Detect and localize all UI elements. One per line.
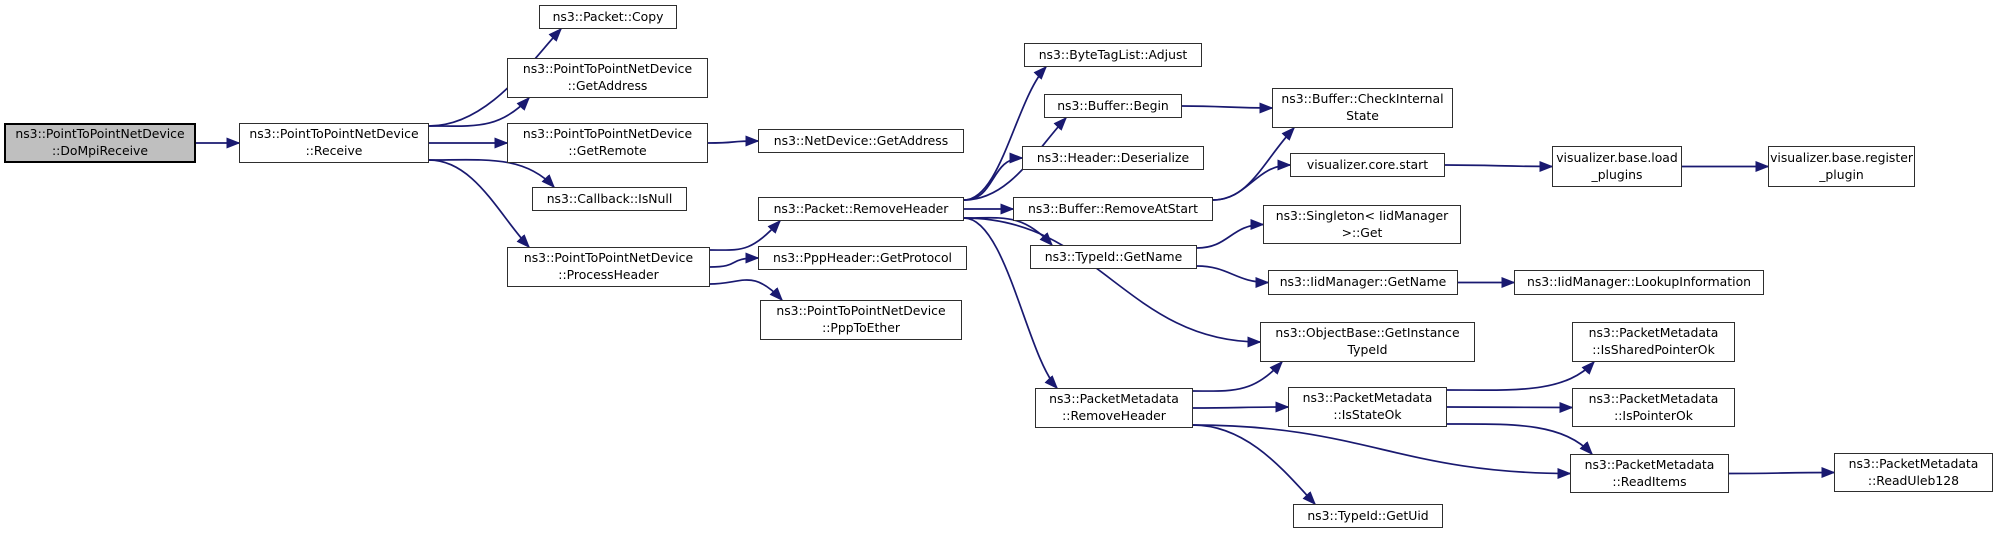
edge-packetmetadata-removeheader-to-packetmetadata-isstateok (1192, 401, 1290, 413)
node-packet-copy[interactable]: ns3::Packet::Copy (539, 5, 677, 29)
edge-typeid-getname-to-singleton-iidmanager-get (1196, 219, 1265, 249)
node-header-deserialize[interactable]: ns3::Header::Deserialize (1022, 146, 1204, 170)
node-buffer-begin[interactable]: ns3::Buffer::Begin (1044, 94, 1182, 118)
edge-packet-removeheader-to-typeid-getname (963, 216, 1054, 247)
node-netdevice-getaddress[interactable]: ns3::NetDevice::GetAddress (758, 129, 964, 153)
node-ptp-processheader[interactable]: ns3::PointToPointNetDevice ::ProcessHead… (507, 247, 710, 287)
node-iidmanager-lookupinformation[interactable]: ns3::IidManager::LookupInformation (1514, 270, 1764, 295)
node-iidmanager-getname[interactable]: ns3::IidManager::GetName (1268, 270, 1458, 295)
edge-ptp-getremote-to-netdevice-getaddress (707, 135, 760, 147)
node-packetmetadata-removeheader[interactable]: ns3::PacketMetadata ::RemoveHeader (1035, 388, 1193, 428)
edge-receive-to-ptp-processheader (428, 159, 531, 249)
node-packetmetadata-issharedpointerok[interactable]: ns3::PacketMetadata ::IsSharedPointerOk (1572, 322, 1735, 362)
node-ptp-ppptoether[interactable]: ns3::PointToPointNetDevice ::PppToEther (760, 300, 962, 340)
node-visualizer-base-load-plugins[interactable]: visualizer.base.load _plugins (1552, 146, 1682, 187)
node-objectbase-getinstancetypeid[interactable]: ns3::ObjectBase::GetInstance TypeId (1260, 322, 1475, 362)
node-visualizer-core-start[interactable]: visualizer.core.start (1290, 153, 1445, 177)
edge-buffer-begin-to-buffer-checkinternalstate (1181, 102, 1274, 114)
edge-buffer-removeatstart-to-buffer-checkinternalstate (1212, 126, 1296, 201)
edge-packet-removeheader-to-objectbase-getinstancetypeid (963, 217, 1262, 348)
edge-receive-to-ptp-getaddress (428, 96, 531, 128)
node-buffer-checkinternalstate[interactable]: ns3::Buffer::CheckInternal State (1272, 88, 1453, 128)
edge-ptp-processheader-to-pppheader-getprotocol (709, 252, 760, 268)
node-typeid-getuid[interactable]: ns3::TypeId::GetUid (1293, 504, 1443, 528)
edge-packetmetadata-readitems-to-packetmetadata-readuleb128 (1728, 467, 1836, 479)
edge-packetmetadata-removeheader-to-packetmetadata-readitems (1192, 424, 1572, 479)
edge-packetmetadata-removeheader-to-objectbase-getinstancetypeid (1192, 360, 1284, 392)
node-buffer-removeatstart[interactable]: ns3::Buffer::RemoveAtStart (1013, 197, 1213, 221)
node-packetmetadata-readitems[interactable]: ns3::PacketMetadata ::ReadItems (1570, 454, 1729, 493)
node-bytetaglist-adjust[interactable]: ns3::ByteTagList::Adjust (1024, 43, 1202, 67)
edge-packet-removeheader-to-header-deserialize (963, 152, 1024, 201)
node-pppheader-getprotocol[interactable]: ns3::PppHeader::GetProtocol (758, 246, 967, 270)
node-packet-removeheader[interactable]: ns3::Packet::RemoveHeader (758, 197, 964, 221)
node-typeid-getname[interactable]: ns3::TypeId::GetName (1030, 245, 1197, 269)
edge-typeid-getname-to-iidmanager-getname (1196, 265, 1270, 288)
node-packetmetadata-readuleb128[interactable]: ns3::PacketMetadata ::ReadUleb128 (1834, 453, 1993, 492)
edge-packetmetadata-removeheader-to-typeid-getuid (1192, 424, 1317, 506)
edge-visualizer-core-start-to-visualizer-base-load-plugins (1444, 160, 1554, 172)
node-packetmetadata-ispointerok[interactable]: ns3::PacketMetadata ::IsPointerOk (1572, 388, 1735, 427)
node-callback-isnull[interactable]: ns3::Callback::IsNull (532, 187, 687, 211)
node-receive[interactable]: ns3::PointToPointNetDevice ::Receive (239, 123, 429, 163)
node-ptp-getaddress[interactable]: ns3::PointToPointNetDevice ::GetAddress (507, 58, 708, 98)
node-packetmetadata-isstateok[interactable]: ns3::PacketMetadata ::IsStateOk (1288, 387, 1447, 427)
node-visualizer-base-register-plugin[interactable]: visualizer.base.register _plugin (1768, 146, 1915, 187)
node-ptp-getremote[interactable]: ns3::PointToPointNetDevice ::GetRemote (507, 123, 708, 163)
edge-receive-to-callback-isnull (428, 158, 556, 189)
node-dompireceive: ns3::PointToPointNetDevice ::DoMpiReceiv… (4, 123, 196, 163)
edge-packetmetadata-isstateok-to-packetmetadata-issharedpointerok (1446, 360, 1596, 391)
edge-packet-removeheader-to-packetmetadata-removeheader (963, 217, 1059, 390)
node-singleton-iidmanager-get[interactable]: ns3::Singleton< IidManager >::Get (1263, 205, 1461, 244)
edge-packet-removeheader-to-bytetaglist-adjust (963, 65, 1048, 201)
edge-ptp-processheader-to-ptp-ppptoether (709, 279, 784, 302)
edge-packetmetadata-isstateok-to-packetmetadata-ispointerok (1446, 401, 1574, 413)
edge-buffer-removeatstart-to-visualizer-core-start (1212, 159, 1292, 201)
edge-packetmetadata-isstateok-to-packetmetadata-readitems (1446, 423, 1594, 456)
